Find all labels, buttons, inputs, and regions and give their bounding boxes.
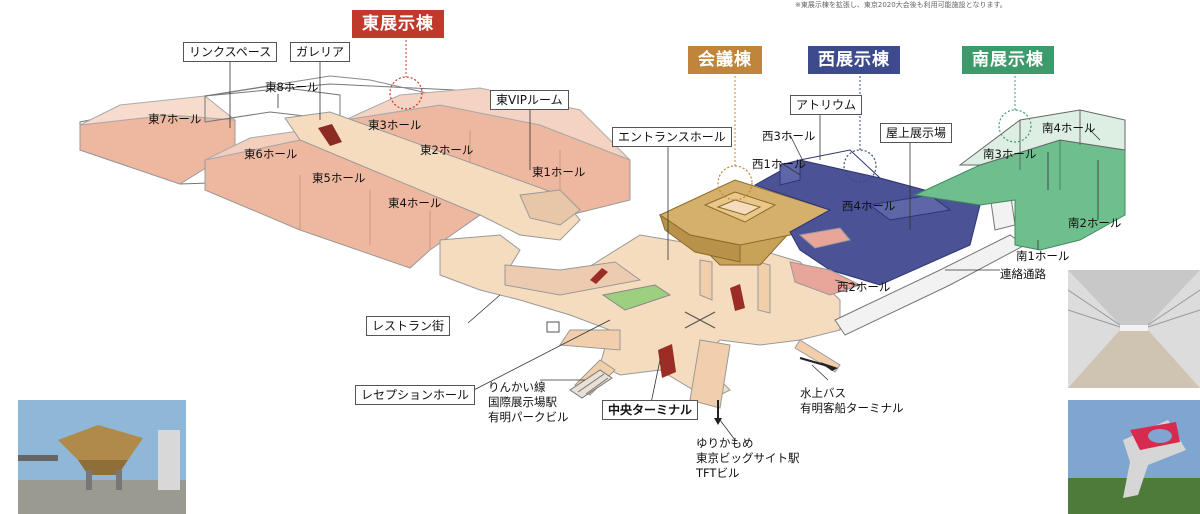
hall-label-east7: 東7ホール	[148, 112, 202, 126]
hall-label-east2: 東2ホール	[420, 143, 474, 157]
concourse-deck	[439, 234, 841, 425]
west-building-tag: 西展示棟	[808, 46, 900, 74]
hall-label-east5: 東5ホール	[312, 171, 366, 185]
hall-label-west3: 西3ホール	[762, 129, 816, 143]
south-building-tag: 南展示棟	[962, 46, 1054, 74]
top-note: ※東展示棟を拡張し、東京2020大会後も利用可能施設となります。	[795, 1, 1007, 9]
hall-label-west2: 西2ホール	[837, 280, 891, 294]
south-halls-block	[913, 109, 1126, 251]
central-terminal-label: 中央ターミナル	[602, 400, 699, 420]
hall-label-west1: 西1ホール	[752, 157, 806, 171]
leader-lines	[229, 60, 1101, 441]
photo-galleria	[1068, 270, 1200, 388]
east-building-tag: 東展示棟	[352, 10, 444, 38]
link-space-label: リンクスペース	[183, 42, 278, 62]
hall-label-east6: 東6ホール	[244, 147, 298, 161]
hall-label-east3: 東3ホール	[368, 118, 422, 132]
hall-label-east8: 東8ホール	[265, 80, 319, 94]
rooftop-label: 屋上展示場	[880, 123, 953, 143]
hall-label-south3: 南3ホール	[983, 147, 1037, 161]
hall-label-south2: 南2ホール	[1068, 216, 1122, 230]
waterbus-label: 水上バス 有明客船ターミナル	[800, 386, 904, 415]
yurikamome-label: ゆりかもめ 東京ビッグサイト駅 TFTビル	[696, 436, 800, 480]
east-halls-block	[79, 75, 631, 269]
conference-building-tag: 会議棟	[688, 46, 762, 74]
galleria-label: ガレリア	[290, 42, 351, 62]
hall-label-south1: 南1ホール	[1016, 249, 1070, 263]
hall-label-west4: 西4ホール	[842, 199, 896, 213]
hall-label-east1: 東1ホール	[532, 165, 586, 179]
galleria-spine	[284, 111, 581, 241]
photo-saw-sculpture	[1068, 400, 1200, 514]
connection-corridor-label: 連絡通路	[1000, 267, 1046, 281]
entrance-hall-label: エントランスホール	[612, 127, 732, 147]
east-vip-room-label: 東VIPルーム	[490, 90, 569, 110]
restaurant-street-label: レストラン街	[366, 316, 451, 336]
photo-conference-tower	[18, 400, 186, 514]
reception-hall-label: レセプションホール	[355, 385, 476, 405]
hall-label-south4: 南4ホール	[1042, 121, 1096, 135]
conference-tower	[658, 179, 832, 314]
hall-label-east4: 東4ホール	[388, 196, 442, 210]
rinkai-line-label: りんかい線 国際展示場駅 有明パークビル	[488, 380, 569, 424]
atrium-label: アトリウム	[790, 95, 863, 115]
